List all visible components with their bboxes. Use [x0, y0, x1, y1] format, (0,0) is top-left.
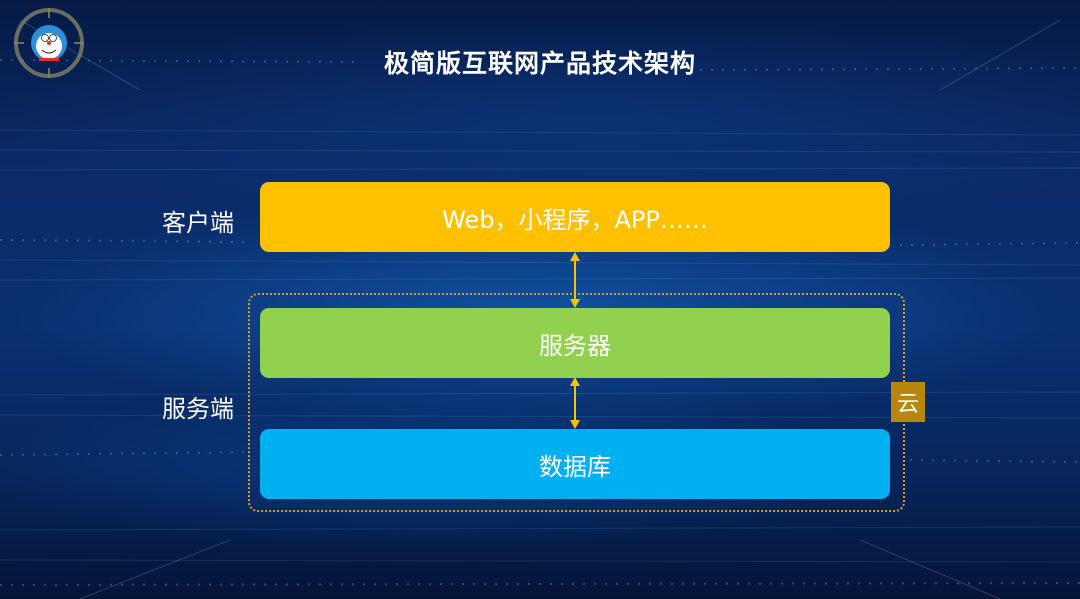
database-layer-label: 数据库 [539, 452, 611, 481]
diagram-title: 极简版互联网产品技术架构 [383, 49, 696, 78]
client-side-label: 客户端 [162, 209, 234, 237]
server-layer-label: 服务器 [539, 331, 611, 360]
client-layer-box: Web，小程序，APP…… [260, 182, 890, 252]
logo-icon [14, 8, 84, 78]
double-headed-arrow-icon [570, 377, 580, 429]
server-side-label: 服务端 [162, 395, 234, 423]
double-headed-arrow-icon [570, 252, 580, 308]
client-layer-label: Web，小程序，APP…… [442, 205, 708, 234]
cloud-tag: 云 [891, 382, 925, 422]
server-layer-box: 服务器 [260, 308, 890, 378]
database-layer-box: 数据库 [260, 429, 890, 499]
